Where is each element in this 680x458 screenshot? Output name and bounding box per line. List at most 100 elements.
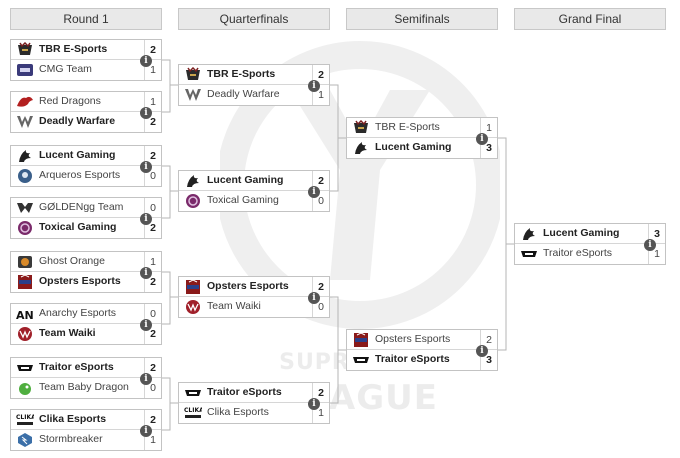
team-score: 2 <box>144 410 161 430</box>
match-info-icon[interactable]: i <box>308 80 320 92</box>
opsters-logo-icon <box>352 332 370 348</box>
deadly-warfare-logo-icon <box>184 87 202 103</box>
team-name: Arqueros Esports <box>39 169 121 181</box>
team-name: Team Waiki <box>39 327 96 339</box>
team-score: 0 <box>144 378 161 398</box>
team-name: CMG Team <box>39 63 92 75</box>
team-row[interactable]: Team Waiki 2 <box>11 324 161 344</box>
match-info-icon[interactable]: i <box>476 345 488 357</box>
match-info-icon[interactable]: i <box>140 267 152 279</box>
match-info-icon[interactable]: i <box>140 319 152 331</box>
team-name: Anarchy Esports <box>39 307 117 319</box>
team-score: 2 <box>312 277 329 297</box>
match-info-icon[interactable]: i <box>140 213 152 225</box>
team-name: Toxical Gaming <box>207 194 279 206</box>
team-score: 3 <box>480 350 497 370</box>
team-name: TBR E-Sports <box>39 43 108 55</box>
team-name: Traitor eSports <box>375 353 450 365</box>
ghost-orange-logo-icon <box>16 254 34 270</box>
match-info-icon[interactable]: i <box>644 239 656 251</box>
team-row[interactable]: Traitor eSports 2 <box>11 358 161 378</box>
match-info-icon[interactable]: i <box>476 133 488 145</box>
traitor-logo-icon <box>352 352 370 368</box>
team-name: Clika Esports <box>39 413 107 425</box>
round-header-grand-final: Grand Final <box>514 8 666 30</box>
match-info-icon[interactable]: i <box>308 186 320 198</box>
match-info-icon[interactable]: i <box>308 292 320 304</box>
team-score: 2 <box>144 324 161 344</box>
team-name: Lucent Gaming <box>543 227 620 239</box>
team-row[interactable]: Traitor eSports 3 <box>347 350 497 370</box>
round-header-quarterfinals: Quarterfinals <box>178 8 330 30</box>
team-name: Opsters Esports <box>39 275 121 287</box>
cmg-logo-icon <box>16 62 34 78</box>
match-info-icon[interactable]: i <box>308 398 320 410</box>
match-info-icon[interactable]: i <box>140 55 152 67</box>
team-score: 1 <box>144 92 161 112</box>
team-score: 2 <box>312 65 329 85</box>
traitor-logo-icon <box>184 385 202 401</box>
team-score: 0 <box>312 191 329 211</box>
clika-logo-icon: CLIKA <box>16 412 36 428</box>
team-row[interactable]: Arqueros Esports 0 <box>11 166 161 186</box>
team-score: 2 <box>144 358 161 378</box>
lucent-logo-icon <box>520 226 538 242</box>
tbr-logo-icon <box>184 66 202 83</box>
team-name: Deadly Warfare <box>207 88 280 100</box>
team-name: Traitor eSports <box>39 361 114 373</box>
match-info-icon[interactable]: i <box>140 373 152 385</box>
team-row[interactable]: Toxical Gaming 0 <box>179 191 329 211</box>
team-score: 1 <box>480 118 497 138</box>
anarchy-logo-icon: ANR <box>16 306 43 322</box>
match-info-icon[interactable]: i <box>140 425 152 437</box>
team-name: Lucent Gaming <box>39 149 116 161</box>
toxical-logo-icon <box>184 193 202 209</box>
team-name: Lucent Gaming <box>375 141 452 153</box>
match-info-icon[interactable]: i <box>140 107 152 119</box>
match-info-icon[interactable]: i <box>140 161 152 173</box>
team-name: Ghost Orange <box>39 255 105 267</box>
team-score: 0 <box>144 166 161 186</box>
